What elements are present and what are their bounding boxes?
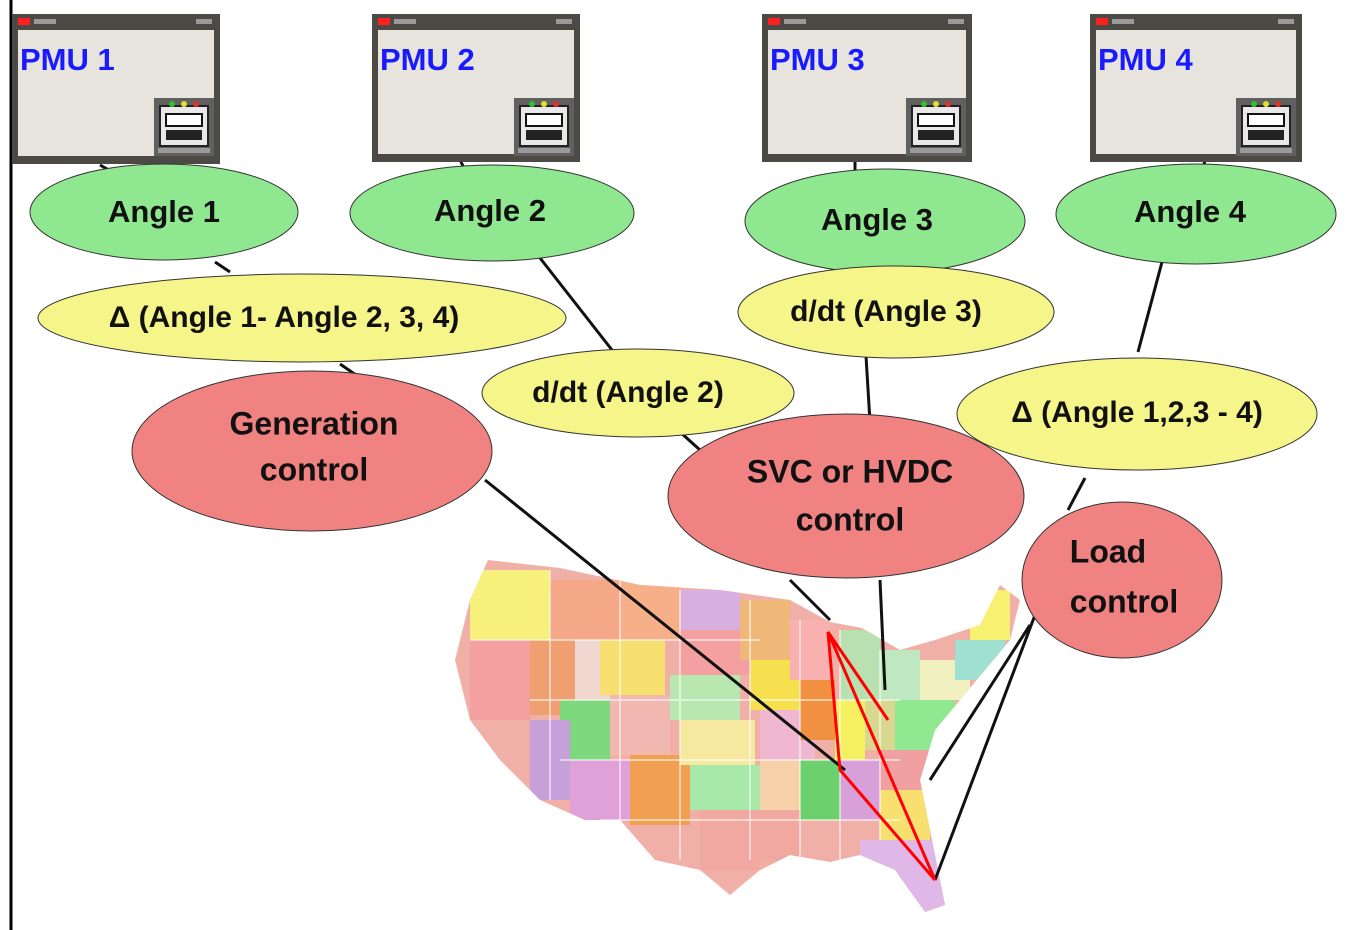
- angle-3-label: Angle 3: [821, 202, 933, 237]
- delta-angle-4-label: Δ (Angle 1,2,3 - 4): [1011, 396, 1263, 429]
- delta-angle-1-label: Δ (Angle 1- Angle 2, 3, 4): [109, 301, 460, 334]
- pmu-1-device-icon: [154, 98, 214, 156]
- ddt-angle-2-label: d/dt (Angle 2): [532, 376, 724, 409]
- svc-hvdc-control-ellipse: [667, 413, 1025, 579]
- angle-2-ellipse: [349, 164, 635, 262]
- pmu-1-status-led: [18, 18, 30, 25]
- pmu-3-title: PMU 3: [770, 42, 865, 77]
- load-control-line-2: control: [1070, 583, 1178, 619]
- generation-control-line-1: Generation: [230, 405, 399, 441]
- angle-1-label: Angle 1: [108, 194, 220, 229]
- connection-triangle: [826, 631, 937, 881]
- ddt-angle-2-ellipse: [481, 348, 795, 438]
- angle-ellipses: Angle 1 Angle 2 Angle 3 Angle 4: [29, 163, 1337, 274]
- pmu-4-status-led: [1096, 18, 1108, 25]
- pmu-3-device-icon: [906, 98, 966, 156]
- svc-hvdc-control-line-1: SVC or HVDC: [747, 453, 953, 489]
- generation-control-line-2: control: [260, 451, 368, 487]
- computation-ellipses: Δ (Angle 1- Angle 2, 3, 4) d/dt (Angle 2…: [37, 265, 1318, 471]
- load-control-line-1: Load: [1070, 533, 1146, 569]
- svc-hvdc-control-line-2: control: [796, 501, 904, 537]
- pmu-2-monitor: PMU 2: [372, 14, 580, 162]
- load-control-ellipse: [1021, 501, 1223, 659]
- ddt-angle-3-label: d/dt (Angle 3): [790, 295, 982, 328]
- angle-1-ellipse: [29, 163, 299, 261]
- delta-angle-1-ellipse: [37, 273, 567, 363]
- angle-2-label: Angle 2: [434, 193, 546, 228]
- connector-lines: [99, 159, 1207, 881]
- pmu-2-title: PMU 2: [380, 42, 475, 77]
- triangle-edge: [826, 631, 890, 721]
- pmu-3-status-led: [768, 18, 780, 25]
- angle-4-ellipse: [1055, 163, 1337, 265]
- pmu-4-device-icon: [1236, 98, 1296, 156]
- pmu-4-title: PMU 4: [1098, 42, 1194, 77]
- pmu-2-status-led: [378, 18, 390, 25]
- delta-angle-4-ellipse: [956, 357, 1318, 471]
- generation-control-ellipse: [131, 370, 493, 532]
- ddt-angle-3-ellipse: [737, 265, 1055, 359]
- us-map: [455, 560, 1020, 912]
- pmu-2-device-icon: [514, 98, 574, 156]
- pmu-4-monitor: PMU 4: [1090, 14, 1302, 162]
- pmu-1-monitor: PMU 1: [12, 14, 220, 164]
- pmu-1-title: PMU 1: [20, 42, 115, 77]
- angle-4-label: Angle 4: [1134, 194, 1247, 229]
- pmu-3-monitor: PMU 3: [762, 14, 972, 162]
- control-ellipses: Generation control SVC or HVDC control L…: [131, 370, 1223, 659]
